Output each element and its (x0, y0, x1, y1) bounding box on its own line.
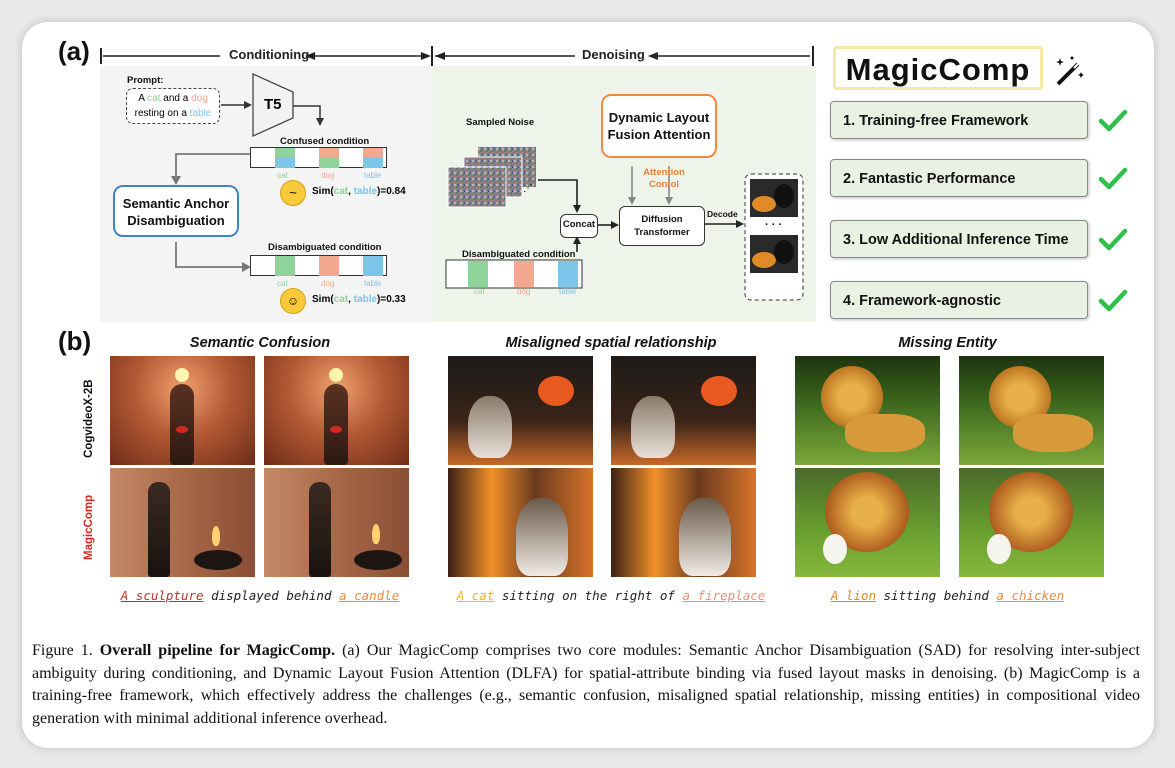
denoising-diagram (445, 147, 804, 301)
frame-cat-baseline-2 (611, 356, 756, 465)
disambiguated-condition-label: Disambiguated condition (268, 242, 382, 253)
t5-label: T5 (264, 96, 282, 113)
prompt-word: A (138, 93, 145, 104)
section-title-semantic-confusion: Semantic Confusion (189, 335, 331, 351)
denoising-label: Denoising (582, 47, 645, 62)
prompt-table: table (189, 108, 212, 119)
frame-sculpture-baseline-1 (110, 356, 255, 465)
token-dog: dog (321, 279, 335, 288)
check-icon (1098, 289, 1128, 312)
confused-condition-bar (250, 147, 387, 168)
caption-sculpture: A sculpture displayed behind a candle (120, 588, 400, 603)
frame-lion-baseline-2 (959, 356, 1104, 465)
section-title-missing-entity: Missing Entity (898, 335, 997, 351)
prompt-word: resting on a (134, 108, 187, 119)
frame-lion-baseline-1 (795, 356, 940, 465)
decode-label: Decode (707, 209, 738, 219)
panel-a-label: (a) (58, 36, 90, 66)
diffusion-transformer-box: Diffusion Transformer (619, 206, 705, 246)
disambiguated-condition-bar (250, 255, 387, 276)
prompt-cat: cat (147, 93, 161, 104)
conditioning-diagram (171, 72, 324, 272)
feature-item: 3. Low Additional Inference Time (830, 220, 1088, 258)
feature-item: 2. Fantastic Performance (830, 159, 1088, 197)
frame-lion-magiccomp-1 (795, 468, 940, 577)
check-icon (1098, 228, 1128, 251)
check-icon (1098, 109, 1128, 132)
happy-face-icon: ☺ (280, 288, 306, 314)
token-table: table (559, 287, 577, 296)
token-cat: cat (277, 171, 288, 180)
dynamic-layout-fusion-attention-box: Dynamic Layout Fusion Attention (601, 94, 717, 158)
token-cat: cat (277, 279, 288, 288)
sim-disambiguated: Sim(cat, table)=0.33 (312, 294, 406, 305)
token-table: table (364, 279, 382, 288)
token-dog: dog (321, 171, 335, 180)
prompt-label: Prompt: (127, 75, 164, 86)
feature-item: 1. Training-free Framework (830, 101, 1088, 139)
conditioning-label: Conditioning (229, 47, 310, 62)
output-ellipsis: · · · (765, 219, 783, 231)
frame-sculpture-magiccomp-1 (110, 468, 255, 577)
sampled-noise-label: Sampled Noise (466, 117, 535, 128)
concat-box: Concat (560, 214, 598, 238)
prompt-dog: dog (191, 93, 208, 104)
panel-b-label: (b) (58, 326, 92, 356)
prompt-word: and a (163, 93, 189, 104)
attention-control-label: Attention Contol (643, 167, 685, 190)
noise-ellipsis: ⋰ (523, 183, 533, 194)
token-table: table (364, 171, 382, 180)
feature-item: 4. Framework-agnostic (830, 281, 1088, 319)
semantic-anchor-disambiguation-box: Semantic Anchor Disambiguation (113, 185, 239, 237)
frame-sculpture-magiccomp-2 (264, 468, 409, 577)
magic-wand-icon (1056, 56, 1084, 86)
frame-sculpture-baseline-2 (264, 356, 409, 465)
caption-cat: A cat sitting on the right of a fireplac… (456, 588, 766, 603)
frame-cat-magiccomp-1 (448, 468, 593, 577)
row-label-magiccomp: MagicComp (83, 494, 95, 560)
token-cat: cat (474, 287, 485, 296)
row-label-cogvideox: CogvideoX-2B (83, 379, 95, 458)
frame-cat-magiccomp-2 (611, 468, 756, 577)
token-dog: dog (517, 287, 531, 296)
check-icon (1098, 167, 1128, 190)
frame-lion-magiccomp-2 (959, 468, 1104, 577)
confused-condition-label: Confused condition (280, 136, 370, 147)
caption-lion: A lion sitting behind a chicken (830, 588, 1065, 603)
disambiguated-condition-label-2: Disambiguated condition (462, 249, 576, 260)
confused-face-icon: ~ (280, 180, 306, 206)
frame-cat-baseline-1 (448, 356, 593, 465)
sim-confused: Sim(cat, table)=0.84 (312, 186, 406, 197)
figure-caption: Figure 1. Overall pipeline for MagicComp… (32, 642, 1140, 727)
section-title-misaligned: Misaligned spatial relationship (505, 335, 717, 351)
prompt-box: A cat and a dog resting on a table (126, 88, 220, 124)
phase-arrows (100, 46, 814, 66)
magiccomp-logo: MagicComp (833, 46, 1043, 90)
